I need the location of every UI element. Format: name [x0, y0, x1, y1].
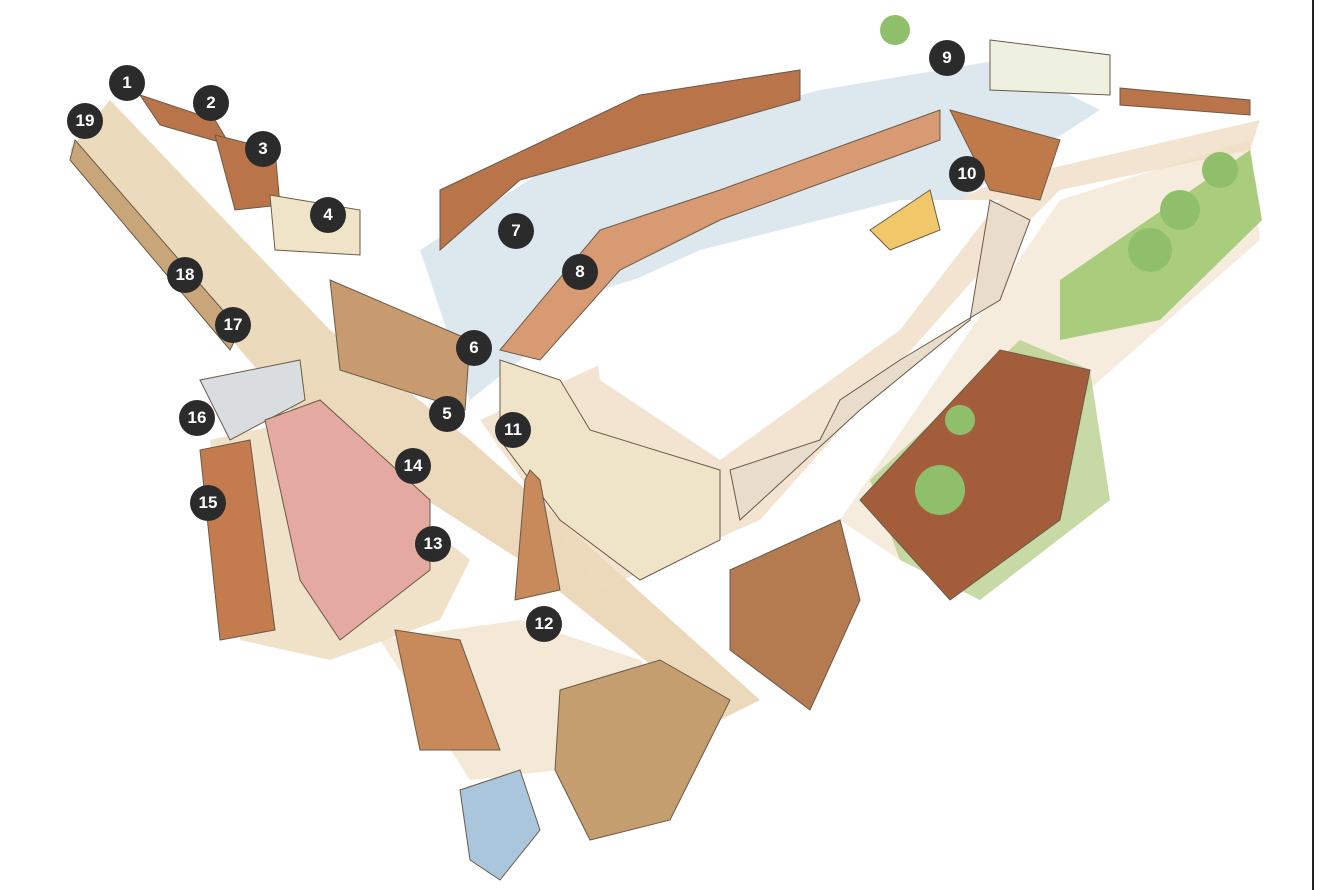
marker-3[interactable]: 3 [245, 131, 281, 167]
marker-7[interactable]: 7 [498, 213, 534, 249]
marker-6[interactable]: 6 [456, 330, 492, 366]
marker-8[interactable]: 8 [562, 254, 598, 290]
marker-10[interactable]: 10 [949, 156, 985, 192]
central-square [420, 60, 1100, 400]
marker-9[interactable]: 9 [929, 40, 965, 76]
marker-13[interactable]: 13 [415, 526, 451, 562]
marker-1[interactable]: 1 [109, 65, 145, 101]
marker-2[interactable]: 2 [193, 85, 229, 121]
marker-5[interactable]: 5 [429, 396, 465, 432]
marker-18[interactable]: 18 [167, 257, 203, 293]
marker-17[interactable]: 17 [215, 307, 251, 343]
marker-12[interactable]: 12 [526, 606, 562, 642]
marker-19[interactable]: 19 [67, 103, 103, 139]
marker-15[interactable]: 15 [190, 485, 226, 521]
marker-14[interactable]: 14 [395, 448, 431, 484]
inner-square [590, 200, 1000, 460]
frame-edge [1312, 0, 1314, 890]
buildings [69, 39, 1251, 881]
marker-11[interactable]: 11 [495, 412, 531, 448]
marker-4[interactable]: 4 [310, 197, 346, 233]
trees [880, 15, 1238, 515]
marker-16[interactable]: 16 [179, 400, 215, 436]
